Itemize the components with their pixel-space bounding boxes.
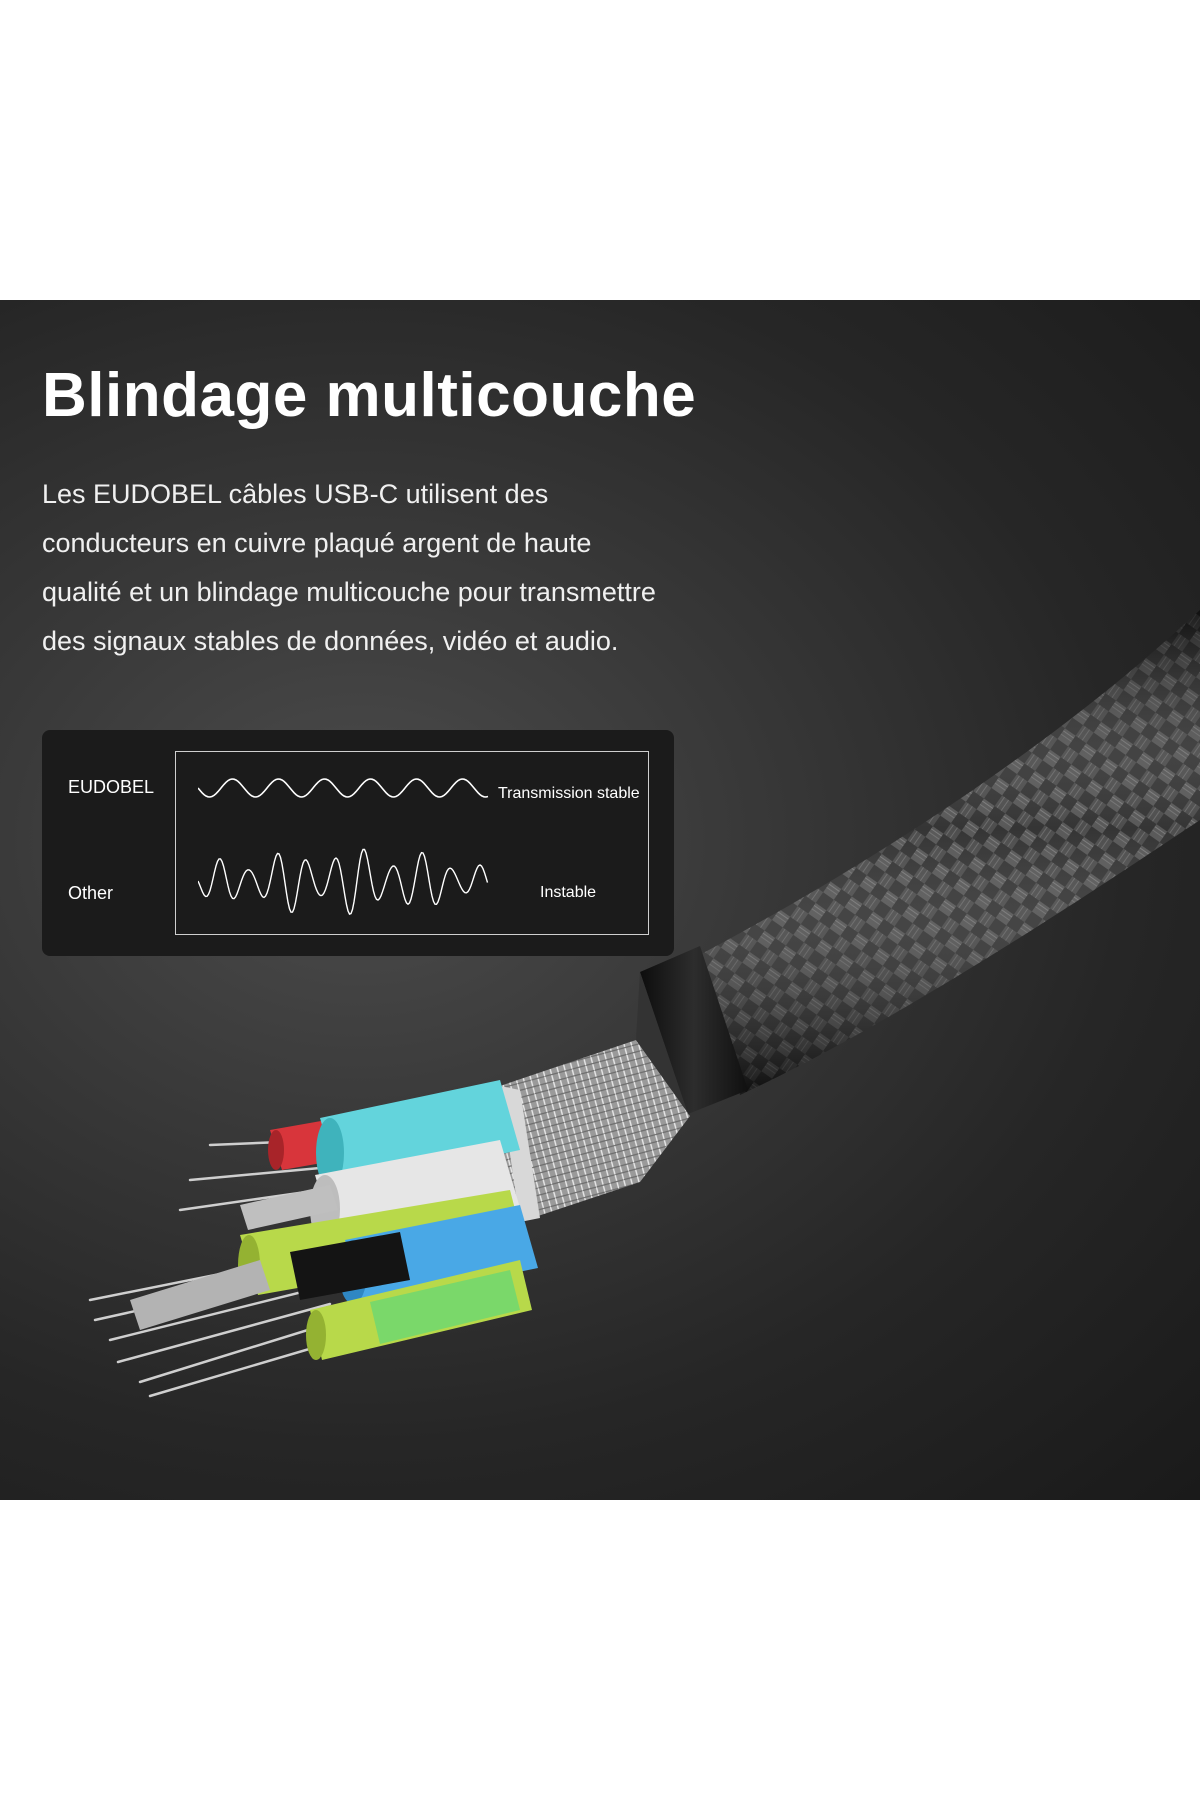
description-line: qualité et un blindage multicouche pour … xyxy=(42,577,656,607)
unstable-waveform-icon xyxy=(198,848,489,915)
inner-conductors xyxy=(88,1080,538,1398)
stable-waveform-icon xyxy=(198,778,489,798)
brand-status-label: Transmission stable xyxy=(498,785,640,802)
feature-banner: Blindage multicouche Les EUDOBEL câbles … xyxy=(0,300,1200,1500)
cable-jacket xyxy=(640,946,748,1114)
braided-sleeve xyxy=(690,610,1200,1095)
other-status-label: Instable xyxy=(540,884,597,901)
brand-row-label: EUDOBEL xyxy=(68,777,155,797)
description-line: des signaux stables de données, vidéo et… xyxy=(42,626,619,656)
description-line: Les EUDOBEL câbles USB-C utilisent des xyxy=(42,479,549,509)
feature-title: Blindage multicouche xyxy=(42,361,697,430)
feature-description: Les EUDOBEL câbles USB-C utilisent des c… xyxy=(42,470,702,666)
braided-cable-illustration xyxy=(88,610,1200,1398)
description-line: conducteurs en cuivre plaqué argent de h… xyxy=(42,528,592,558)
signal-comparison-box: EUDOBEL Other Transmission stable Instab… xyxy=(42,730,674,956)
waveform-frame xyxy=(175,751,649,935)
other-row-label: Other xyxy=(68,883,114,903)
